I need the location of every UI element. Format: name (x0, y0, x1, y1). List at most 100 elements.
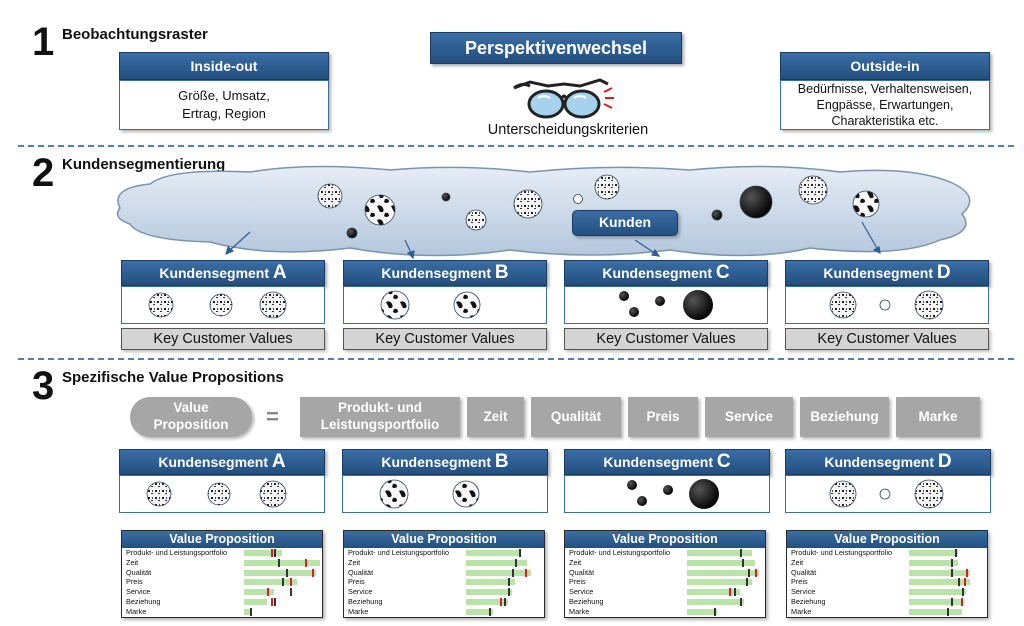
segment-d-header: Kundensegment D (785, 260, 989, 286)
vp-red-marker (270, 549, 273, 557)
inside-out-line-1: Größe, Umsatz, (178, 88, 270, 104)
vp-red-marker (963, 578, 966, 587)
vp-row: Qualität (344, 568, 544, 578)
segment-letter: D (937, 451, 952, 472)
vp-segment-a-customers (119, 475, 325, 513)
vp-segment-a-header: Kundensegment A (119, 449, 325, 475)
vp-dark-marker (274, 597, 277, 606)
customer-cloud (116, 165, 971, 260)
section-number-3: 3 (32, 364, 55, 408)
vp-row: Preis (565, 577, 765, 587)
vp-bar (466, 589, 512, 596)
vp-chart-title: Value Proposition (565, 531, 765, 548)
vp-row: Beziehung (122, 597, 322, 607)
vp-dark-marker (504, 597, 506, 606)
vp-row: Marke (787, 607, 987, 617)
inside-out-box: Größe, Umsatz, Ertrag, Region (119, 80, 329, 130)
vp-bar (244, 550, 282, 556)
vp-segment-c-customers (564, 475, 770, 513)
section-title-1: Beobachtungsraster (62, 26, 208, 43)
vp-dark-marker (515, 558, 518, 567)
vp-dark-marker (947, 607, 949, 616)
segment-b-customers (343, 286, 547, 324)
component-label-2: Leistungsportfolio (320, 417, 440, 432)
vp-bar (466, 608, 493, 615)
vp-row-label: Qualität (126, 567, 152, 577)
vp-bar (466, 550, 520, 556)
outside-in-header: Outside-in (780, 52, 990, 80)
vp-dark-marker (950, 597, 953, 606)
inside-out-line-2: Ertrag, Region (182, 106, 266, 121)
vp-row: Preis (344, 577, 544, 587)
segment-prefix: Kundensegment (602, 265, 713, 281)
vp-dark-marker (488, 607, 491, 616)
segment-letter: C (716, 451, 731, 472)
vp-row: Produkt- und Leistungsportfolio (565, 548, 765, 558)
vp-red-marker (270, 597, 273, 606)
vp-red-marker (312, 568, 315, 577)
segment-b-key-customer-values: Key Customer Values (343, 328, 547, 350)
segment-c-header: Kundensegment C (564, 260, 768, 286)
vp-row: Zeit (787, 558, 987, 568)
vp-row: Service (787, 587, 987, 597)
vp-row-label: Beziehung (348, 596, 383, 606)
perspective-change-title: Perspektivenwechsel (430, 32, 682, 64)
segment-letter: D (936, 262, 951, 283)
vp-row-label: Service (126, 587, 151, 597)
vp-row-label: Beziehung (791, 596, 826, 606)
vp-dark-marker (734, 588, 737, 597)
section-divider-1 (18, 145, 1014, 147)
value-proposition-pill: Value Proposition (130, 397, 252, 437)
vp-row: Beziehung (565, 597, 765, 607)
vp-bar (909, 579, 970, 586)
vp-row-label: Zeit (569, 557, 582, 567)
inside-out-header: Inside-out (119, 52, 329, 80)
vp-dark-marker (740, 597, 743, 606)
vp-dark-marker (285, 568, 288, 577)
segment-letter: A (272, 262, 287, 283)
vp-row: Produkt- und Leistungsportfolio (344, 548, 544, 558)
vp-row-label: Produkt- und Leistungsportfolio (348, 548, 450, 557)
equals-sign: = (266, 404, 279, 429)
segment-a-customers (121, 286, 325, 324)
vp-bar (466, 569, 531, 576)
vp-row-label: Zeit (126, 557, 139, 567)
segment-prefix: Kundensegment (159, 265, 270, 281)
vp-row-label: Preis (126, 577, 143, 587)
segment-prefix: Kundensegment (158, 454, 269, 470)
vp-dark-marker (741, 558, 744, 567)
vp-row-label: Produkt- und Leistungsportfolio (569, 548, 671, 557)
section-title-3: Spezifische Value Propositions (62, 369, 284, 386)
vp-dark-marker (274, 549, 277, 557)
segment-prefix: Kundensegment (603, 454, 714, 470)
vp-bar (909, 569, 970, 576)
segment-letter: A (271, 451, 286, 472)
vp-bar (909, 598, 963, 605)
outside-in-box: Bedürfnisse, Verhaltensweisen, Engpässe,… (780, 80, 990, 130)
segment-b-header: Kundensegment B (343, 260, 547, 286)
vp-red-marker (304, 558, 307, 567)
outside-in-line-1: Bedürfnisse, Verhaltensweisen, (797, 81, 973, 96)
component-brand: Marke (896, 397, 980, 437)
vp-row-label: Marke (791, 606, 812, 616)
vp-row: Service (344, 587, 544, 597)
vp-row-label: Zeit (791, 557, 804, 567)
vp-row: Qualität (122, 568, 322, 578)
vp-dark-marker (958, 578, 961, 587)
segment-prefix: Kundensegment (824, 454, 935, 470)
vp-bar (687, 598, 744, 605)
vp-red-marker (266, 588, 269, 597)
vp-dark-marker (507, 578, 510, 587)
vp-row: Preis (122, 577, 322, 587)
vp-bar (244, 559, 320, 566)
outside-in-line-2: Engpässe, Erwartungen, (816, 97, 954, 112)
segment-c-key-customer-values: Key Customer Values (564, 328, 768, 350)
component-relationship: Beziehung (800, 397, 889, 437)
